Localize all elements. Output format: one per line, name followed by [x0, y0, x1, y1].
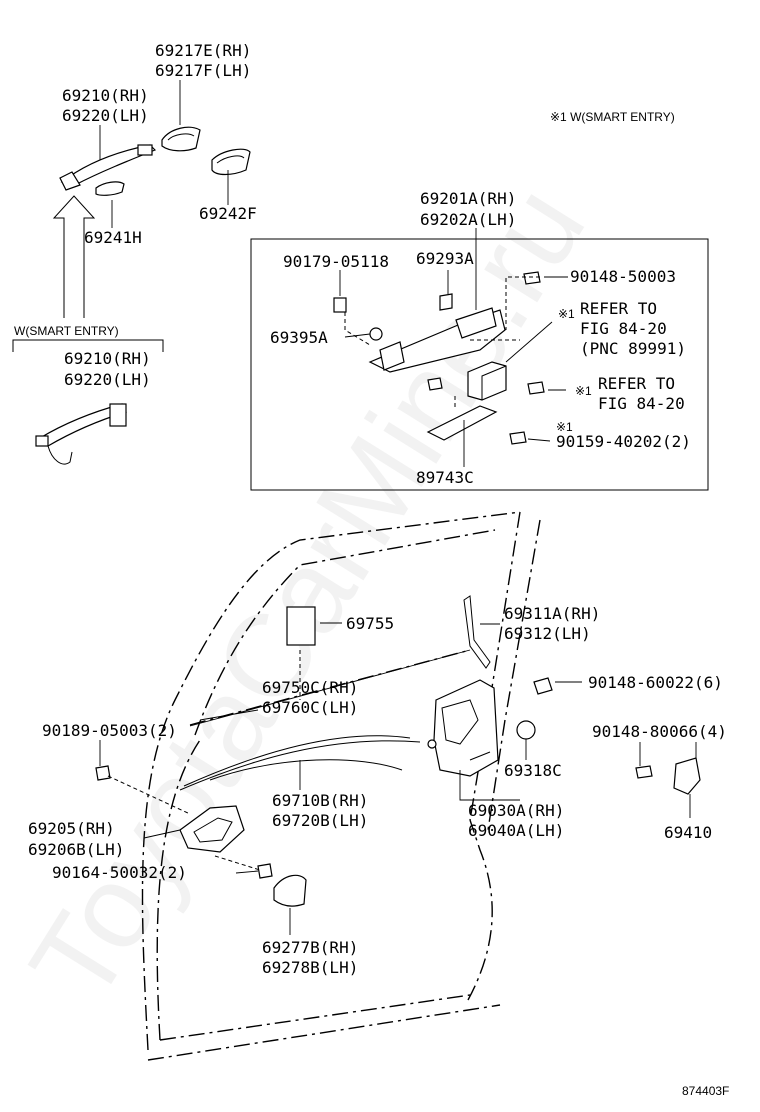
smart-entry-arrow: [52, 195, 96, 318]
handle-pad-69242f: [211, 148, 251, 176]
label-90164: 90164-50032(2): [52, 863, 187, 882]
handle-dash-lines: [107, 650, 301, 871]
label-89743c: 89743C: [416, 468, 474, 487]
rod-69311a: [463, 595, 491, 669]
label-ref1-b: FIG 84-20: [580, 319, 667, 338]
label-69210-top: 69210(RH): [62, 86, 149, 105]
label-69210-smart: 69210(RH): [64, 349, 151, 368]
door-lock-assembly: [433, 679, 499, 777]
inside-handle-69205: [179, 805, 245, 853]
diagram-id: 874403F: [682, 1084, 729, 1098]
label-69217e: 69217E(RH): [155, 41, 251, 60]
label-69206b: 69206B(LH): [28, 840, 124, 859]
screw-90164: [257, 863, 273, 879]
label-69755: 69755: [346, 614, 394, 633]
label-69410: 69410: [664, 823, 712, 842]
label-69030a: 69030A(RH): [468, 801, 564, 820]
label-69278b: 69278B(LH): [262, 958, 358, 977]
outside-handle-frame-box: [250, 238, 709, 491]
label-69720b: 69720B(LH): [272, 811, 368, 830]
cover-69277b: [273, 874, 307, 907]
door-lock-antenna-ref: [467, 361, 507, 401]
label-ref1-a: REFER TO: [580, 299, 657, 318]
frame-dash-lines: [344, 276, 540, 410]
label-69202a: 69202A(LH): [420, 210, 516, 229]
smart-entry-bracket: [12, 339, 164, 352]
ref2-mark: ※1: [575, 384, 592, 398]
label-69311a: 69311A(RH): [504, 604, 600, 623]
cable-69710b: [179, 735, 421, 791]
label-69040a: 69040A(LH): [468, 821, 564, 840]
label-69242f: 69242F: [199, 204, 257, 223]
screw-90148-50003: [523, 271, 541, 285]
screw-inner: [427, 377, 443, 391]
label-90179: 90179-05118: [283, 252, 389, 271]
ref1-mark: ※1: [558, 307, 575, 321]
screw-90159: [509, 431, 527, 445]
label-ref2-b: FIG 84-20: [598, 394, 685, 413]
label-ref1-c: (PNC 89991): [580, 339, 686, 358]
label-69312: 69312(LH): [504, 624, 591, 643]
label-69201a: 69201A(RH): [420, 189, 516, 208]
label-ref2-a: REFER TO: [598, 374, 675, 393]
watermark: ToyotaCarMine.ru: [5, 164, 610, 1024]
screw-ref2: [527, 381, 545, 395]
label-69760c: 69760C(LH): [262, 698, 358, 717]
label-69318c: 69318C: [504, 761, 562, 780]
label-69220-top: 69220(LH): [62, 106, 149, 125]
bolt-69293a: [439, 293, 453, 311]
striker-69410: [673, 757, 701, 795]
cushion-69318c: [516, 720, 536, 740]
clip-69395a: [369, 327, 383, 341]
bolt-mark: ※1: [556, 420, 573, 434]
cable-end: [427, 739, 437, 749]
smart-entry-note: ※1 W(SMART ENTRY): [550, 110, 675, 124]
cover-89743c: [426, 405, 498, 441]
leader-lines: [99, 80, 697, 935]
handle-cover-69217e: [161, 126, 201, 152]
smart-entry-bracket-label: W(SMART ENTRY): [14, 324, 119, 338]
label-69277b: 69277B(RH): [262, 938, 358, 957]
label-69395a: 69395A: [270, 328, 328, 347]
screw-90148-80066: [635, 765, 653, 779]
label-69241h: 69241H: [84, 228, 142, 247]
label-69205: 69205(RH): [28, 819, 115, 838]
bolt-90179: [333, 297, 347, 313]
handle-pad-69241h: [95, 181, 125, 196]
pad-69755: [286, 606, 316, 646]
label-90159: 90159-40202(2): [556, 432, 691, 451]
clip-90189: [95, 765, 111, 781]
label-90148-50003: 90148-50003: [570, 267, 676, 286]
outside-handle-smart: [35, 403, 127, 465]
label-69750c: 69750C(RH): [262, 678, 358, 697]
label-90148-60022: 90148-60022(6): [588, 673, 723, 692]
handle-frame-69201a: [368, 307, 506, 373]
label-69293a: 69293A: [416, 249, 474, 268]
label-90189: 90189-05003(2): [42, 721, 177, 740]
label-69220-smart: 69220(LH): [64, 370, 151, 389]
screw-90148-60022: [533, 677, 553, 695]
label-69710b: 69710B(RH): [272, 791, 368, 810]
label-69217f: 69217F(LH): [155, 61, 251, 80]
outside-handle-top: [59, 144, 157, 191]
label-90148-80066: 90148-80066(4): [592, 722, 727, 741]
